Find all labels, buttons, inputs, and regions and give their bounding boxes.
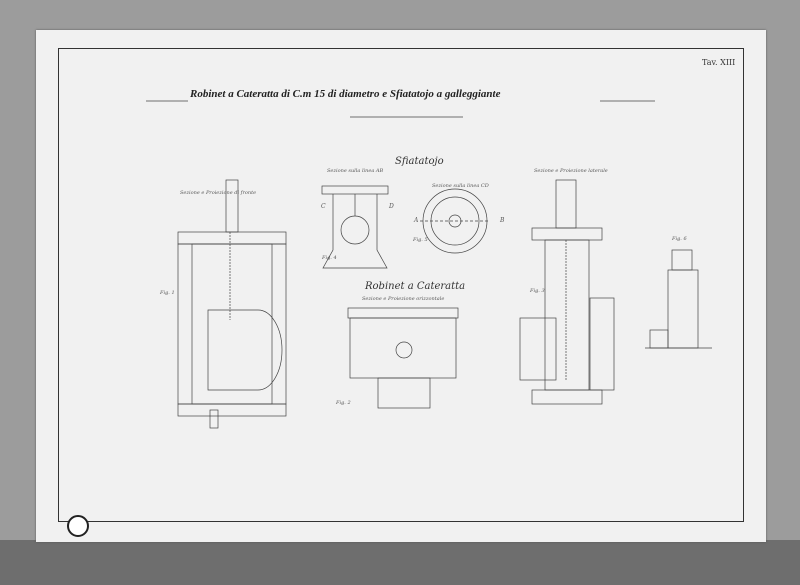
fig-3-side-section — [519, 179, 615, 405]
letter-c: C — [321, 203, 326, 210]
fig-2-label: Fig. 2 — [336, 400, 351, 406]
letter-d: D — [389, 203, 394, 210]
background-floor — [0, 540, 800, 585]
robinet-heading: Robinet a Cateratta — [365, 281, 466, 292]
label-ab: Sezione sulla linea AB — [327, 168, 384, 174]
fig-2-robinet-plan — [347, 307, 459, 409]
label-side: Sezione e Proiezione laterale — [534, 168, 608, 174]
letter-b: B — [500, 217, 505, 224]
fig-4-label: Fig. 4 — [322, 255, 337, 261]
fig-4-section-ab — [321, 185, 389, 269]
fig-3-label: Fig. 3 — [530, 288, 545, 294]
label-cd: Sezione sulla linea CD — [432, 183, 489, 189]
fig-6-detail — [645, 249, 712, 349]
drawing-title: Robinet a Cateratta di C.m 15 di diametr… — [190, 88, 501, 100]
fig-1-label: Fig. 1 — [160, 290, 175, 296]
drawing-sheet — [36, 30, 766, 542]
title-rules — [146, 100, 655, 118]
robinet-subheading: Sezione e Proiezione orizzontale — [362, 296, 445, 302]
drawing-frame — [58, 48, 744, 522]
plate-number: Tav. XIII — [702, 58, 736, 67]
sfiatatojo-heading: Sfiatatojo — [395, 156, 444, 167]
fig-6-label: Fig. 6 — [672, 236, 687, 242]
label-front: Sezione e Proiezione di fronte — [180, 190, 257, 196]
archive-stamp — [67, 515, 89, 537]
letter-a: A — [414, 217, 419, 224]
fig-5-section-cd — [420, 188, 490, 254]
fig-5-label: Fig. 5 — [413, 237, 428, 243]
fig-1-front-section — [177, 179, 287, 429]
